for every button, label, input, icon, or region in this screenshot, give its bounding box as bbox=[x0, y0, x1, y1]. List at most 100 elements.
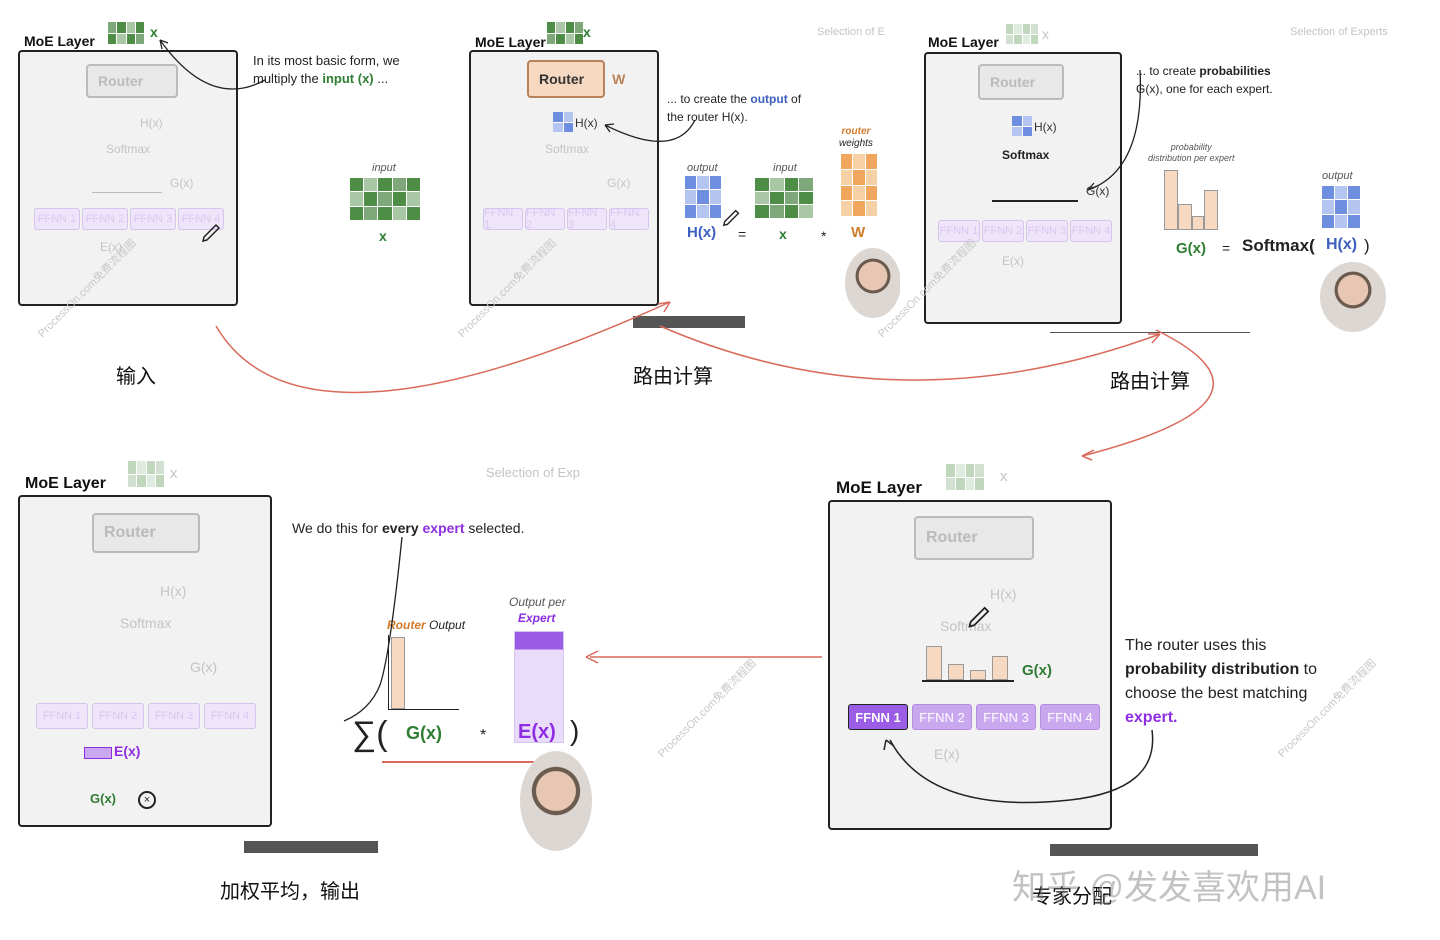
x-label-top-5: x bbox=[170, 465, 178, 482]
eq-hx-3: H(x) bbox=[1326, 236, 1358, 253]
x-label-top-3: x bbox=[1042, 26, 1049, 42]
ffnn-1-p5: FFNN 1 bbox=[36, 703, 88, 729]
panel-weighted-average: x Selection of Exp MoE Layer Router H(x)… bbox=[0, 455, 600, 935]
hx-label-5: H(x) bbox=[160, 583, 187, 599]
hx-label-2: H(x) bbox=[575, 116, 598, 130]
moe-layer-title-5: MoE Layer bbox=[25, 475, 106, 492]
expert-label: Expert bbox=[518, 611, 556, 625]
x-input-mini-matrix-4 bbox=[946, 464, 984, 490]
router-weights-matrix bbox=[841, 154, 877, 216]
ex-label-3: E(x) bbox=[1002, 254, 1024, 268]
caption-routing-2: 路由计算 bbox=[1110, 371, 1190, 393]
x-input-mini-matrix-2 bbox=[547, 22, 583, 44]
ffnn-1-p3: FFNN 1 bbox=[938, 220, 980, 242]
input-matrix-2 bbox=[755, 178, 813, 218]
prob-bar-1 bbox=[1164, 170, 1178, 230]
prob-bar-4b bbox=[948, 664, 964, 680]
output-label-2: output bbox=[687, 162, 718, 174]
ffnn-2-p3: FFNN 2 bbox=[982, 220, 1024, 242]
prob-bar-4 bbox=[1204, 190, 1218, 230]
ffnn-1: FFNN 1 bbox=[34, 208, 80, 230]
flow-arrow-1-to-2-head bbox=[657, 301, 671, 313]
input-label: input bbox=[372, 162, 396, 174]
softmax-label: Softmax bbox=[106, 142, 151, 156]
router-block: Router bbox=[86, 64, 178, 98]
ffnn-4: FFNN 4 bbox=[178, 208, 224, 230]
caption-weighted-average: 加权平均，输出 bbox=[220, 881, 360, 903]
note-arrow bbox=[159, 39, 266, 90]
router-block-4: Router bbox=[914, 516, 1034, 560]
moe-layer-title: MoE Layer bbox=[24, 33, 95, 49]
eq-x: x bbox=[779, 226, 787, 242]
subtitle-strip-2 bbox=[633, 316, 745, 328]
softmax-label-2: Softmax bbox=[545, 142, 590, 156]
flow-arrow-3-to-4-head bbox=[1081, 449, 1095, 461]
ffnn-3-p5: FFNN 3 bbox=[148, 703, 200, 729]
sum-star: * bbox=[480, 727, 487, 744]
note-arrow-2 bbox=[604, 119, 696, 142]
softmax-label-3: Softmax bbox=[1002, 148, 1050, 162]
input-label-2: input bbox=[773, 162, 797, 174]
prob-bar-2 bbox=[1178, 204, 1192, 230]
expert-output-bars bbox=[514, 631, 564, 743]
ex-label: E(x) bbox=[100, 240, 122, 254]
x-input-mini-matrix-5 bbox=[128, 461, 164, 487]
ffnn-3-p4: FFNN 3 bbox=[976, 704, 1036, 730]
router-block-5: Router bbox=[92, 513, 200, 553]
ffnn-2-p5: FFNN 2 bbox=[92, 703, 144, 729]
softmax-output-matrix bbox=[1322, 186, 1360, 228]
note-panel3: ... to create probabilities G(x), one fo… bbox=[1136, 64, 1273, 96]
prob-dist-bars bbox=[1162, 170, 1218, 230]
multiply-icon: × bbox=[138, 791, 156, 809]
router-block-3: Router bbox=[978, 64, 1064, 100]
moe-layer-box: Router H(x) Softmax G(x) FFNN 1 FFNN 2 F… bbox=[18, 50, 238, 306]
gx-label: G(x) bbox=[170, 176, 194, 190]
router-output-label: Router Output bbox=[387, 618, 466, 632]
pencil-icon bbox=[201, 223, 221, 243]
pencil-icon-2 bbox=[722, 209, 740, 227]
input-matrix bbox=[350, 178, 420, 220]
flow-arrow-4-to-5-head bbox=[585, 650, 599, 664]
gx-label-4: G(x) bbox=[1022, 662, 1052, 679]
watermark-brand: 知乎 @发发喜欢用AI bbox=[1012, 869, 1327, 907]
ffnn-1-p2: FFNN 1 bbox=[483, 207, 523, 231]
sum-close: ) bbox=[570, 715, 580, 746]
gx-label-2: G(x) bbox=[607, 176, 631, 190]
moe-layer-title-3: MoE Layer bbox=[928, 34, 999, 50]
input-x-label: x bbox=[379, 228, 387, 244]
eq-equals-3: = bbox=[1222, 240, 1231, 256]
prob-bar-4a bbox=[926, 646, 942, 680]
caption-routing-1: 路由计算 bbox=[633, 366, 713, 388]
moe-layer-box-3: Router H(x) Softmax G(x) FFNN 1 FFNN 2 F… bbox=[924, 52, 1122, 324]
router-output-axis bbox=[388, 635, 459, 710]
ffnn-1-selected: FFNN 1 bbox=[848, 704, 908, 730]
sum-ex: E(x) bbox=[518, 721, 556, 743]
note-panel2: ... to create the output of the router H… bbox=[667, 92, 802, 124]
ffnn-4-p2: FFNN 4 bbox=[609, 207, 649, 231]
x-label-top: x bbox=[150, 24, 158, 40]
ffnn-4-p4: FFNN 4 bbox=[1040, 704, 1100, 730]
eq-softmax-3: Softmax( bbox=[1242, 236, 1315, 255]
moe-layer-title-2: MoE Layer bbox=[475, 34, 546, 50]
gx-label-3: G(x) bbox=[1086, 184, 1110, 198]
moe-layer-box-5: Router H(x) Softmax G(x) FFNN 1 FFNN 2 F… bbox=[18, 495, 272, 827]
panel3-header: Selection of Experts bbox=[1290, 26, 1388, 38]
divider-line-3 bbox=[1050, 332, 1250, 333]
gx-label-5b: G(x) bbox=[90, 791, 116, 806]
output-per-label: Output per bbox=[509, 595, 566, 609]
eq-star: * bbox=[821, 228, 827, 244]
panel5-header: Selection of Exp bbox=[486, 465, 580, 480]
sum-symbol: ∑( bbox=[352, 715, 388, 753]
hx-label-4: H(x) bbox=[990, 586, 1017, 602]
panel2-header: Selection of E bbox=[817, 26, 885, 38]
note-arrow-3 bbox=[1087, 70, 1142, 191]
prob-bar-3 bbox=[1192, 216, 1204, 230]
flow-arrow-1-to-2 bbox=[215, 301, 671, 394]
gx-label-5: G(x) bbox=[190, 659, 218, 675]
ffnn-2-p2: FFNN 2 bbox=[525, 207, 565, 231]
hx-label: H(x) bbox=[140, 116, 163, 130]
